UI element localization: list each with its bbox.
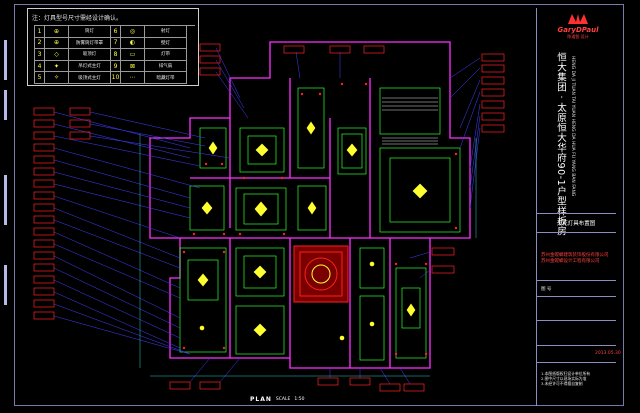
title-block-divider xyxy=(537,320,616,321)
note-line: 2.图中尺寸以现场实际为准 xyxy=(541,376,587,381)
drawing-frame xyxy=(14,4,624,406)
dimension-lines xyxy=(139,134,477,377)
legend-symbol: ✦ xyxy=(45,60,69,73)
legend-label: 吸顶式主灯 xyxy=(69,72,111,84)
legend-table: 1 ⊕ 筒灯 6 ◎ 射灯 2 ⊕ 防雾筒灯带罩 7 ◐ 壁灯 3 ◇ 吸顶灯 … xyxy=(34,25,195,84)
legend-number: 9 xyxy=(111,60,121,73)
design-company: 苏州金螳螂建筑装饰股份有限公司 苏州金螳螂设计工程有限公司 xyxy=(541,253,615,265)
company-logo: GaryDPaul 陈道智 设计 xyxy=(548,12,608,46)
project-title: 恒大集团 · 太原恒大华府90-1户型样板房 xyxy=(555,52,566,237)
logo-subtitle: 陈道智 设计 xyxy=(567,34,589,39)
legend-number: 7 xyxy=(111,37,121,50)
feature-ceiling xyxy=(293,245,349,303)
project-title-pinyin: HENG DA JI TUAN TAI YUAN HENG DA HUA FU … xyxy=(570,56,575,197)
legend-label: 筒灯 xyxy=(69,26,111,38)
legend-label: 壁灯 xyxy=(145,37,187,50)
ceiling-grid xyxy=(179,87,461,361)
title-block-divider xyxy=(537,280,616,281)
bottom-callouts xyxy=(169,357,425,392)
light-fixtures xyxy=(197,121,428,341)
legend-symbol: ◎ xyxy=(121,26,145,38)
title-block-divider xyxy=(537,345,616,346)
drawing-name: 天花灯具布置图 xyxy=(556,221,596,227)
note-line: 1.本图纸版权归设计单位所有 xyxy=(541,371,591,376)
logo-emblem-icon xyxy=(568,14,588,24)
plan-label: PLAN xyxy=(250,396,272,403)
legend-symbol: ▭ xyxy=(121,49,145,61)
fixture-legend: 注：灯具型号尺寸需经设计确认。 1 ⊕ 筒灯 6 ◎ 射灯 2 ⊕ 防雾筒灯带罩… xyxy=(27,8,199,86)
ceiling-lighting-floor-plan xyxy=(33,41,505,392)
legend-symbol: ⊕ xyxy=(45,26,69,38)
legend-label: 暗藏灯带 xyxy=(145,72,187,84)
legend-label: 射灯 xyxy=(145,26,187,38)
legend-label: 防雾筒灯带罩 xyxy=(69,37,111,50)
right-callouts xyxy=(409,53,505,279)
note-line: 3.未经许可不得擅自复制 xyxy=(541,381,583,386)
drawing-date: 2013.05.30 xyxy=(595,351,621,356)
walls xyxy=(149,41,471,369)
title-block-divider xyxy=(537,296,616,297)
legend-number: 1 xyxy=(35,26,45,38)
legend-label: 灯带 xyxy=(145,49,187,61)
legend-symbol: ⊠ xyxy=(121,60,145,73)
scale-value: 1:50 xyxy=(294,397,305,402)
logo-name: GaryDPaul xyxy=(557,26,599,34)
legend-number: 6 xyxy=(111,26,121,38)
stair-hatch xyxy=(382,97,438,145)
legend-symbol: ✧ xyxy=(45,72,69,84)
left-margin-marks xyxy=(0,0,14,413)
left-callouts xyxy=(33,107,231,355)
sheet-number-label: 图 号 xyxy=(541,287,552,292)
legend-label: 吊灯式主灯 xyxy=(69,60,111,73)
legend-label: 吸顶灯 xyxy=(69,49,111,61)
title-block xyxy=(536,8,616,406)
legend-number: 4 xyxy=(35,60,45,73)
legend-symbol: ◐ xyxy=(121,37,145,50)
legend-symbol: ◇ xyxy=(45,49,69,61)
downlight-dots xyxy=(182,82,458,356)
plan-scale-label: PLAN SCALE 1:50 xyxy=(250,396,304,403)
design-company-line-1: 苏州金螳螂建筑装饰股份有限公司 xyxy=(541,253,609,258)
legend-number: 2 xyxy=(35,37,45,50)
legend-symbol: ⋯ xyxy=(121,72,145,84)
legend-label: 排气扇 xyxy=(145,60,187,73)
legend-title: 注：灯具型号尺寸需经设计确认。 xyxy=(32,15,123,22)
title-block-divider xyxy=(537,213,616,214)
title-block-divider xyxy=(537,362,616,363)
title-block-divider xyxy=(537,232,616,233)
design-company-line-2: 苏州金螳螂设计工程有限公司 xyxy=(541,259,600,264)
title-block-notes: 1.本图纸版权归设计单位所有 2.图中尺寸以现场实际为准 3.未经许可不得擅自复… xyxy=(541,371,615,386)
scale-label: SCALE xyxy=(275,397,291,402)
legend-number: 8 xyxy=(111,49,121,61)
legend-number: 3 xyxy=(35,49,45,61)
legend-number: 5 xyxy=(35,72,45,84)
legend-number: 10 xyxy=(111,72,121,84)
top-callouts xyxy=(199,43,385,119)
legend-symbol: ⊕ xyxy=(45,37,69,50)
